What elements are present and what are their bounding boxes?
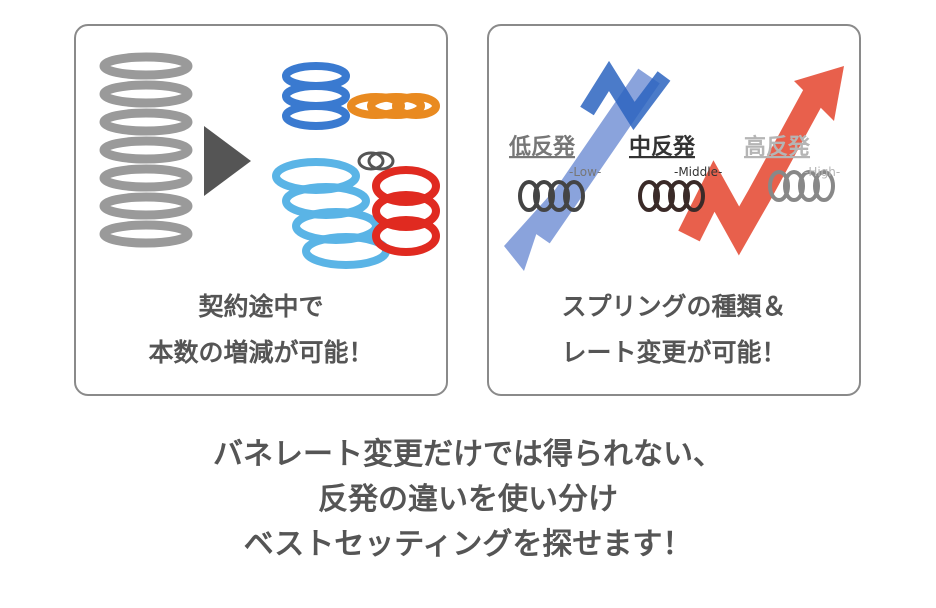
sublabel-low: -Low- [569,165,601,179]
label-low: 低反発 [508,135,576,160]
caption-line: 本数の増減が可能！ [148,338,374,367]
spring-low-image [518,180,585,212]
message-line: ベストセッティングを探せます！ [243,527,693,562]
message-line: 反発の違いを使い分け [318,482,618,517]
sublabel-high: -High- [804,165,840,179]
caption-line: 契約途中で [198,292,324,321]
spring-high-image [768,170,835,202]
spring-middle-image [638,180,705,212]
springs-illustration [99,52,440,269]
caption-line: スプリングの種類＆ [561,292,787,321]
colored-springs-image [272,62,440,269]
rebound-levels-illustration: 低反発 -Low- 中反発 -Middle- 高反発 -High- [504,60,844,271]
arrow-right-icon [204,126,251,196]
sublabel-middle: -Middle- [674,165,722,179]
arrow-up-red-icon [678,80,830,256]
card-spring-types: 低反発 -Low- 中反発 -Middle- 高反発 -High- スプリングの… [487,24,861,396]
bottom-message: バネレート変更だけでは得られない、 反発の違いを使い分け ベストセッティングを探… [0,432,936,567]
label-high: 高反発 [744,134,811,160]
gray-spring-image [99,52,193,248]
card-contract-change: 契約途中で 本数の増減が可能！ [74,24,448,396]
message-line: バネレート変更だけでは得られない、 [213,437,723,472]
caption-line: レート変更が可能！ [561,338,787,367]
label-middle: 中反発 [629,135,696,160]
